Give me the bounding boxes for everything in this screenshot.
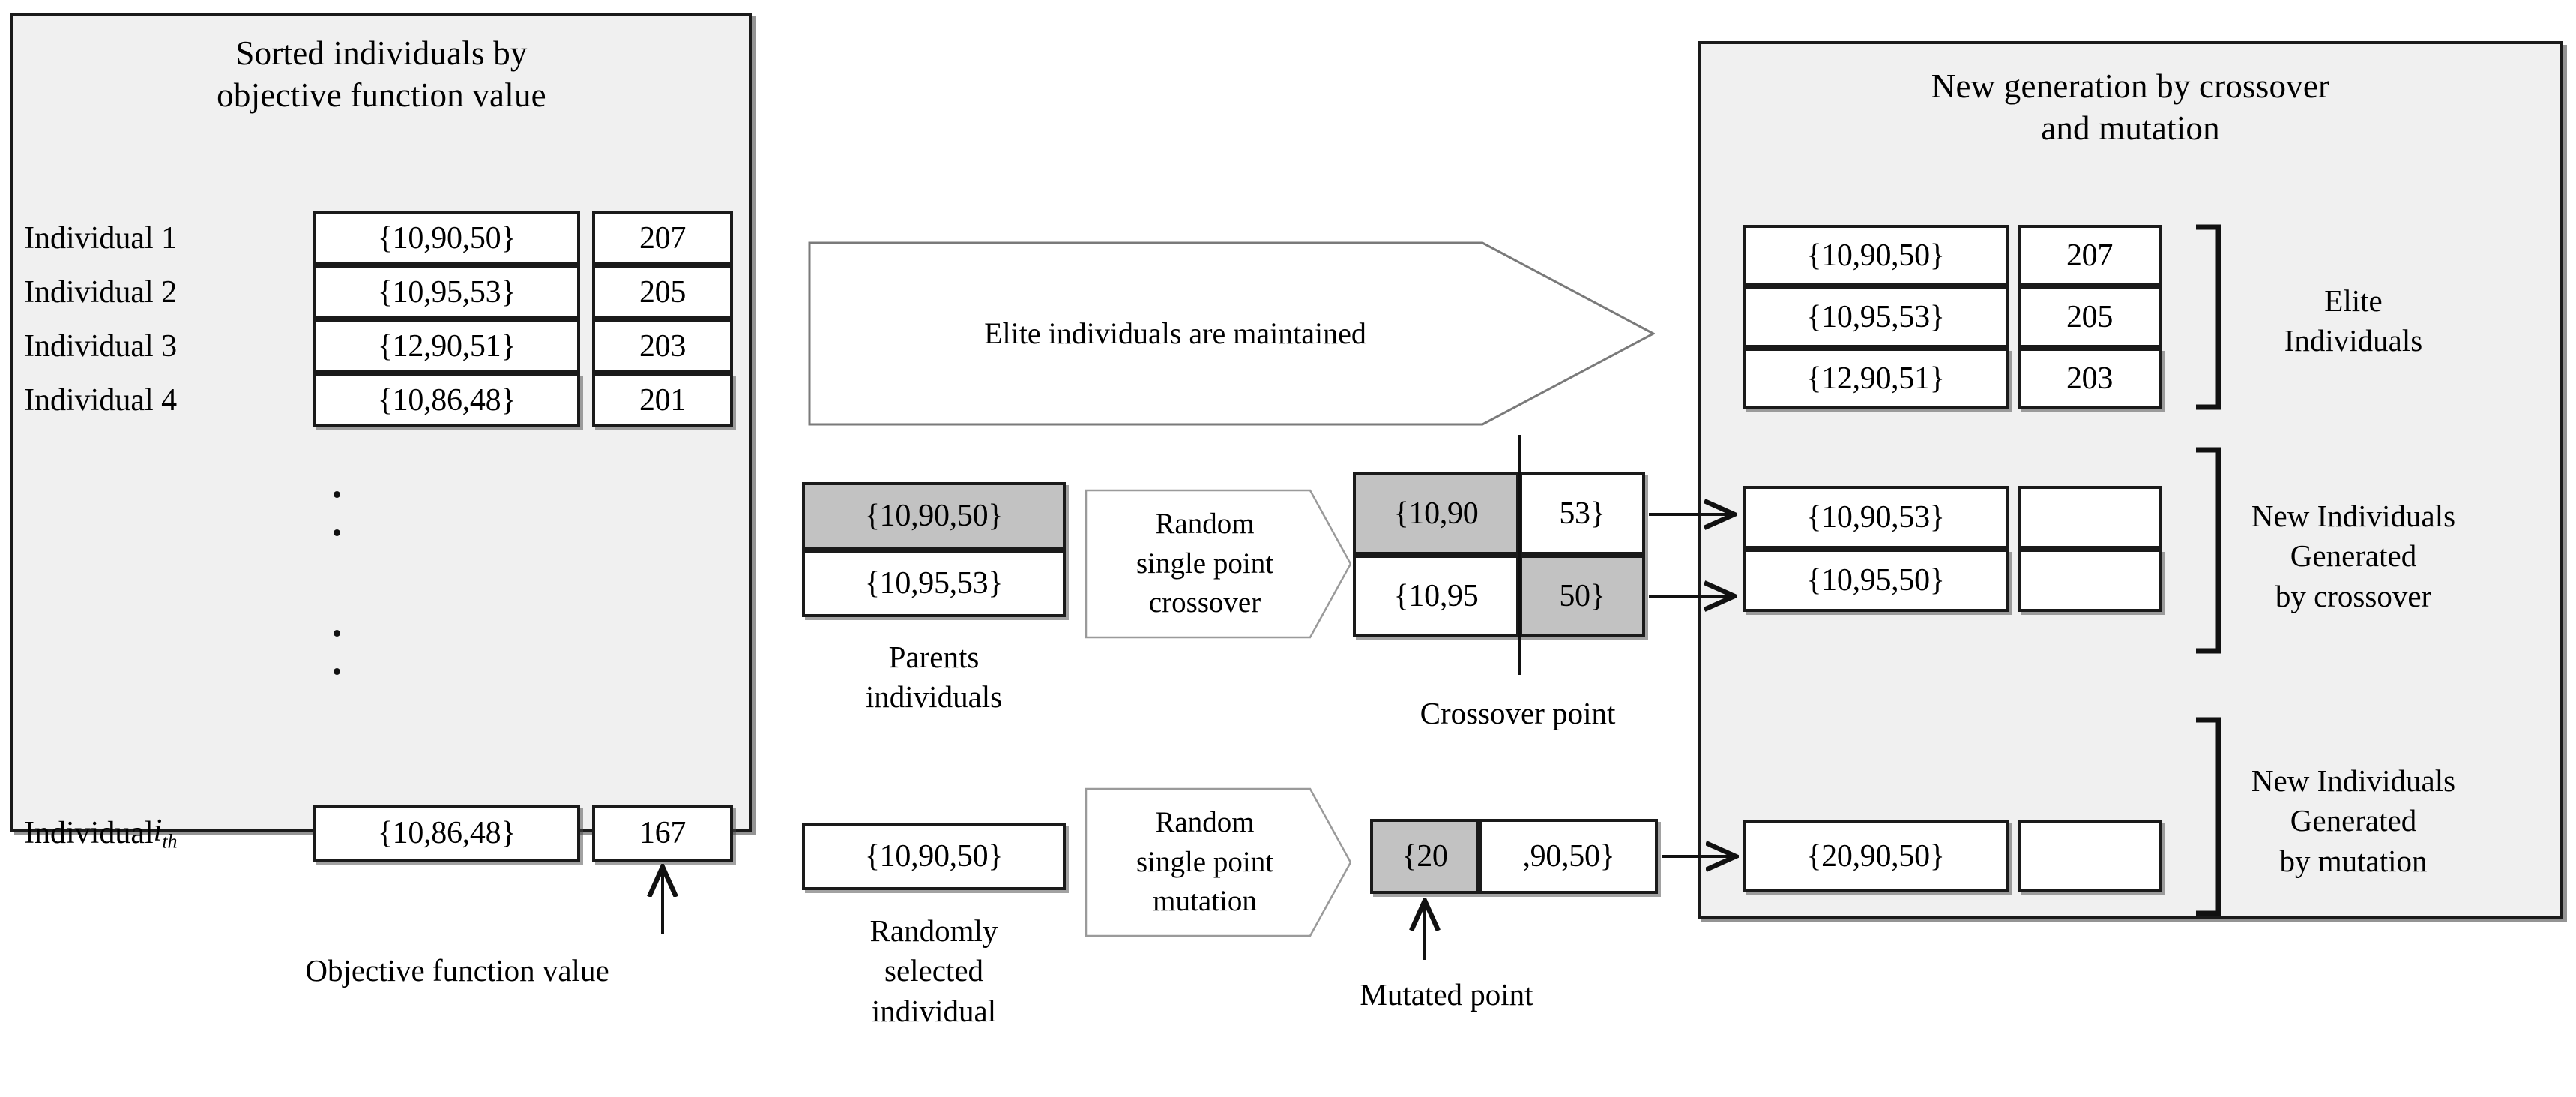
right-elite-genes-3: {12,90,51} — [1743, 348, 2009, 409]
pentagon-arrow-shape — [808, 241, 1655, 426]
pentagon-arrow-shape — [1085, 489, 1351, 639]
mutation-result-right: ,90,50} — [1479, 819, 1658, 894]
row-label-individual-ith: Individual ith — [24, 814, 178, 853]
right-elite-value-2: 205 — [2018, 286, 2162, 348]
elite-bracket-label: Elite Individuals — [2284, 283, 2423, 358]
left-value-cell-ith: 167 — [592, 805, 733, 862]
pentagon-arrow-shape — [1085, 787, 1351, 937]
objective-function-value-annotation: Objective function value — [305, 953, 609, 988]
right-elite-value-3: 203 — [2018, 348, 2162, 409]
right-elite-genes-2: {10,95,53} — [1743, 286, 2009, 348]
right-crossover-genes-1: {10,90,53} — [1743, 486, 2009, 549]
vertical-ellipsis-lower — [332, 630, 341, 675]
parents-caption: Parents individuals — [865, 640, 1003, 715]
child-cell-1-right: 53} — [1519, 472, 1645, 555]
crossover-point-caption: Crossover point — [1420, 696, 1616, 730]
vertical-ellipsis-upper — [332, 491, 341, 536]
mutation-operator-label: Random single point mutation — [1135, 806, 1274, 918]
left-value-cell-2: 205 — [592, 265, 733, 319]
mutation-operator-banner: Random single point mutation — [1085, 787, 1351, 937]
left-panel-title: Sorted individuals by objective function… — [217, 34, 546, 115]
ith-italic: ith — [153, 814, 178, 853]
mutation-source-caption: Randomly selected individual — [869, 913, 998, 1028]
mutated-point-caption: Mutated point — [1360, 977, 1533, 1012]
left-genes-cell-4: {10,86,48} — [313, 373, 580, 427]
left-value-cell-1: 207 — [592, 211, 733, 265]
child-cell-2-left: {10,95 — [1353, 555, 1519, 637]
right-elite-genes-1: {10,90,50} — [1743, 225, 2009, 286]
right-mutation-genes-1: {20,90,50} — [1743, 820, 2009, 892]
right-crossover-value-1 — [2018, 486, 2162, 549]
mutation-result-left: {20 — [1370, 819, 1479, 894]
child-cell-2-right: 50} — [1519, 555, 1645, 637]
left-value-cell-3: 203 — [592, 319, 733, 373]
right-mutation-value-1 — [2018, 820, 2162, 892]
elite-maintained-banner: Elite individuals are maintained — [808, 240, 1655, 427]
right-panel: New generation by crossover and mutation — [1698, 41, 2563, 919]
parent-cell-2: {10,95,53} — [802, 550, 1066, 617]
parent-cell-1: {10,90,50} — [802, 482, 1066, 550]
left-genes-cell-1: {10,90,50} — [313, 211, 580, 265]
child-cell-1-left: {10,90 — [1353, 472, 1519, 555]
crossover-operator-banner: Random single point crossover — [1085, 489, 1351, 639]
row-label-individual-2: Individual 2 — [24, 275, 178, 310]
left-value-cell-4: 201 — [592, 373, 733, 427]
right-crossover-genes-2: {10,95,50} — [1743, 549, 2009, 612]
left-genes-cell-3: {12,90,51} — [313, 319, 580, 373]
elite-banner-label: Elite individuals are maintained — [984, 316, 1366, 350]
right-crossover-value-2 — [2018, 549, 2162, 612]
left-genes-cell-ith: {10,86,48} — [313, 805, 580, 862]
row-label-individual-3: Individual 3 — [24, 329, 178, 364]
mutation-bracket-label: New Individuals Generated by mutation — [2251, 763, 2456, 878]
row-label-individual-1: Individual 1 — [24, 221, 178, 256]
crossover-bracket-label: New Individuals Generated by crossover — [2251, 499, 2456, 613]
mutation-source-cell: {10,90,50} — [802, 823, 1066, 890]
row-label-individual-4: Individual 4 — [24, 383, 178, 418]
left-genes-cell-2: {10,95,53} — [313, 265, 580, 319]
right-elite-value-1: 207 — [2018, 225, 2162, 286]
right-panel-title: New generation by crossover and mutation — [1931, 67, 2330, 148]
crossover-operator-label: Random single point crossover — [1135, 508, 1274, 619]
